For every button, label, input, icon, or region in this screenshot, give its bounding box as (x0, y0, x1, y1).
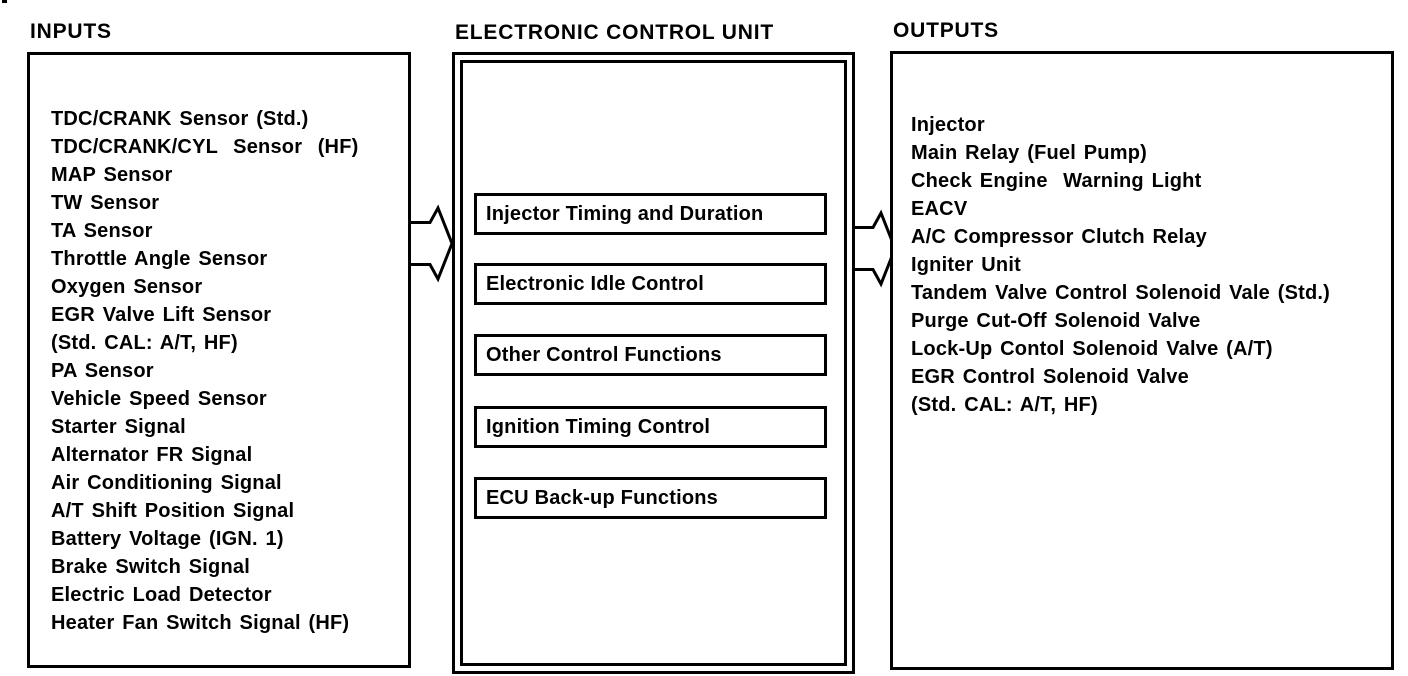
input-item: A/T Shift Position Signal (51, 500, 295, 522)
input-item: Alternator FR Signal (51, 444, 253, 466)
input-item: Vehicle Speed Sensor (51, 388, 267, 410)
ecu-function-box: Injector Timing and Duration (474, 193, 827, 235)
inputs-box: TDC/CRANK Sensor (Std.) TDC/CRANK/CYL Se… (27, 52, 411, 668)
input-item: TDC/CRANK/CYL Sensor (HF) (51, 136, 359, 158)
input-item: Starter Signal (51, 416, 186, 438)
input-item: Electric Load Detector (51, 584, 272, 606)
output-item: A/C Compressor Clutch Relay (911, 226, 1207, 248)
input-item: MAP Sensor (51, 164, 173, 186)
input-item: TA Sensor (51, 220, 153, 242)
input-item: PA Sensor (51, 360, 154, 382)
output-item: Check Engine Warning Light (911, 170, 1202, 192)
input-item: TDC/CRANK Sensor (Std.) (51, 108, 309, 130)
outputs-title: OUTPUTS (893, 19, 999, 42)
ecu-function-box: Ignition Timing Control (474, 406, 827, 448)
output-item: Lock-Up Contol Solenoid Valve (A/T) (911, 338, 1273, 360)
scan-artifact (2, 0, 7, 3)
inputs-title: INPUTS (30, 20, 112, 43)
input-item: Oxygen Sensor (51, 276, 203, 298)
output-item: (Std. CAL: A/T, HF) (911, 394, 1098, 416)
input-item: Heater Fan Switch Signal (HF) (51, 612, 350, 634)
output-item: Injector (911, 114, 985, 136)
input-item: Throttle Angle Sensor (51, 248, 268, 270)
ecu-function-box: ECU Back-up Functions (474, 477, 827, 519)
output-item: Tandem Valve Control Solenoid Vale (Std.… (911, 282, 1331, 304)
output-item: Purge Cut-Off Solenoid Valve (911, 310, 1201, 332)
outputs-box: Injector Main Relay (Fuel Pump) Check En… (890, 51, 1394, 670)
input-item: Battery Voltage (IGN. 1) (51, 528, 284, 550)
input-item: (Std. CAL: A/T, HF) (51, 332, 238, 354)
ecu-function-box: Electronic Idle Control (474, 263, 827, 305)
ecu-title: ELECTRONIC CONTROL UNIT (455, 21, 775, 44)
input-item: EGR Valve Lift Sensor (51, 304, 272, 326)
output-item: EGR Control Solenoid Valve (911, 366, 1189, 388)
output-item: Main Relay (Fuel Pump) (911, 142, 1147, 164)
inputs-to-ecu-arrow-icon (410, 204, 454, 283)
inputs-list: TDC/CRANK Sensor (Std.) TDC/CRANK/CYL Se… (51, 105, 358, 637)
input-item: TW Sensor (51, 192, 160, 214)
input-item: Air Conditioning Signal (51, 472, 282, 494)
output-item: EACV (911, 198, 968, 220)
ecu-function-box: Other Control Functions (474, 334, 827, 376)
output-item: Igniter Unit (911, 254, 1021, 276)
input-item: Brake Switch Signal (51, 556, 250, 578)
outputs-list: Injector Main Relay (Fuel Pump) Check En… (911, 111, 1330, 419)
